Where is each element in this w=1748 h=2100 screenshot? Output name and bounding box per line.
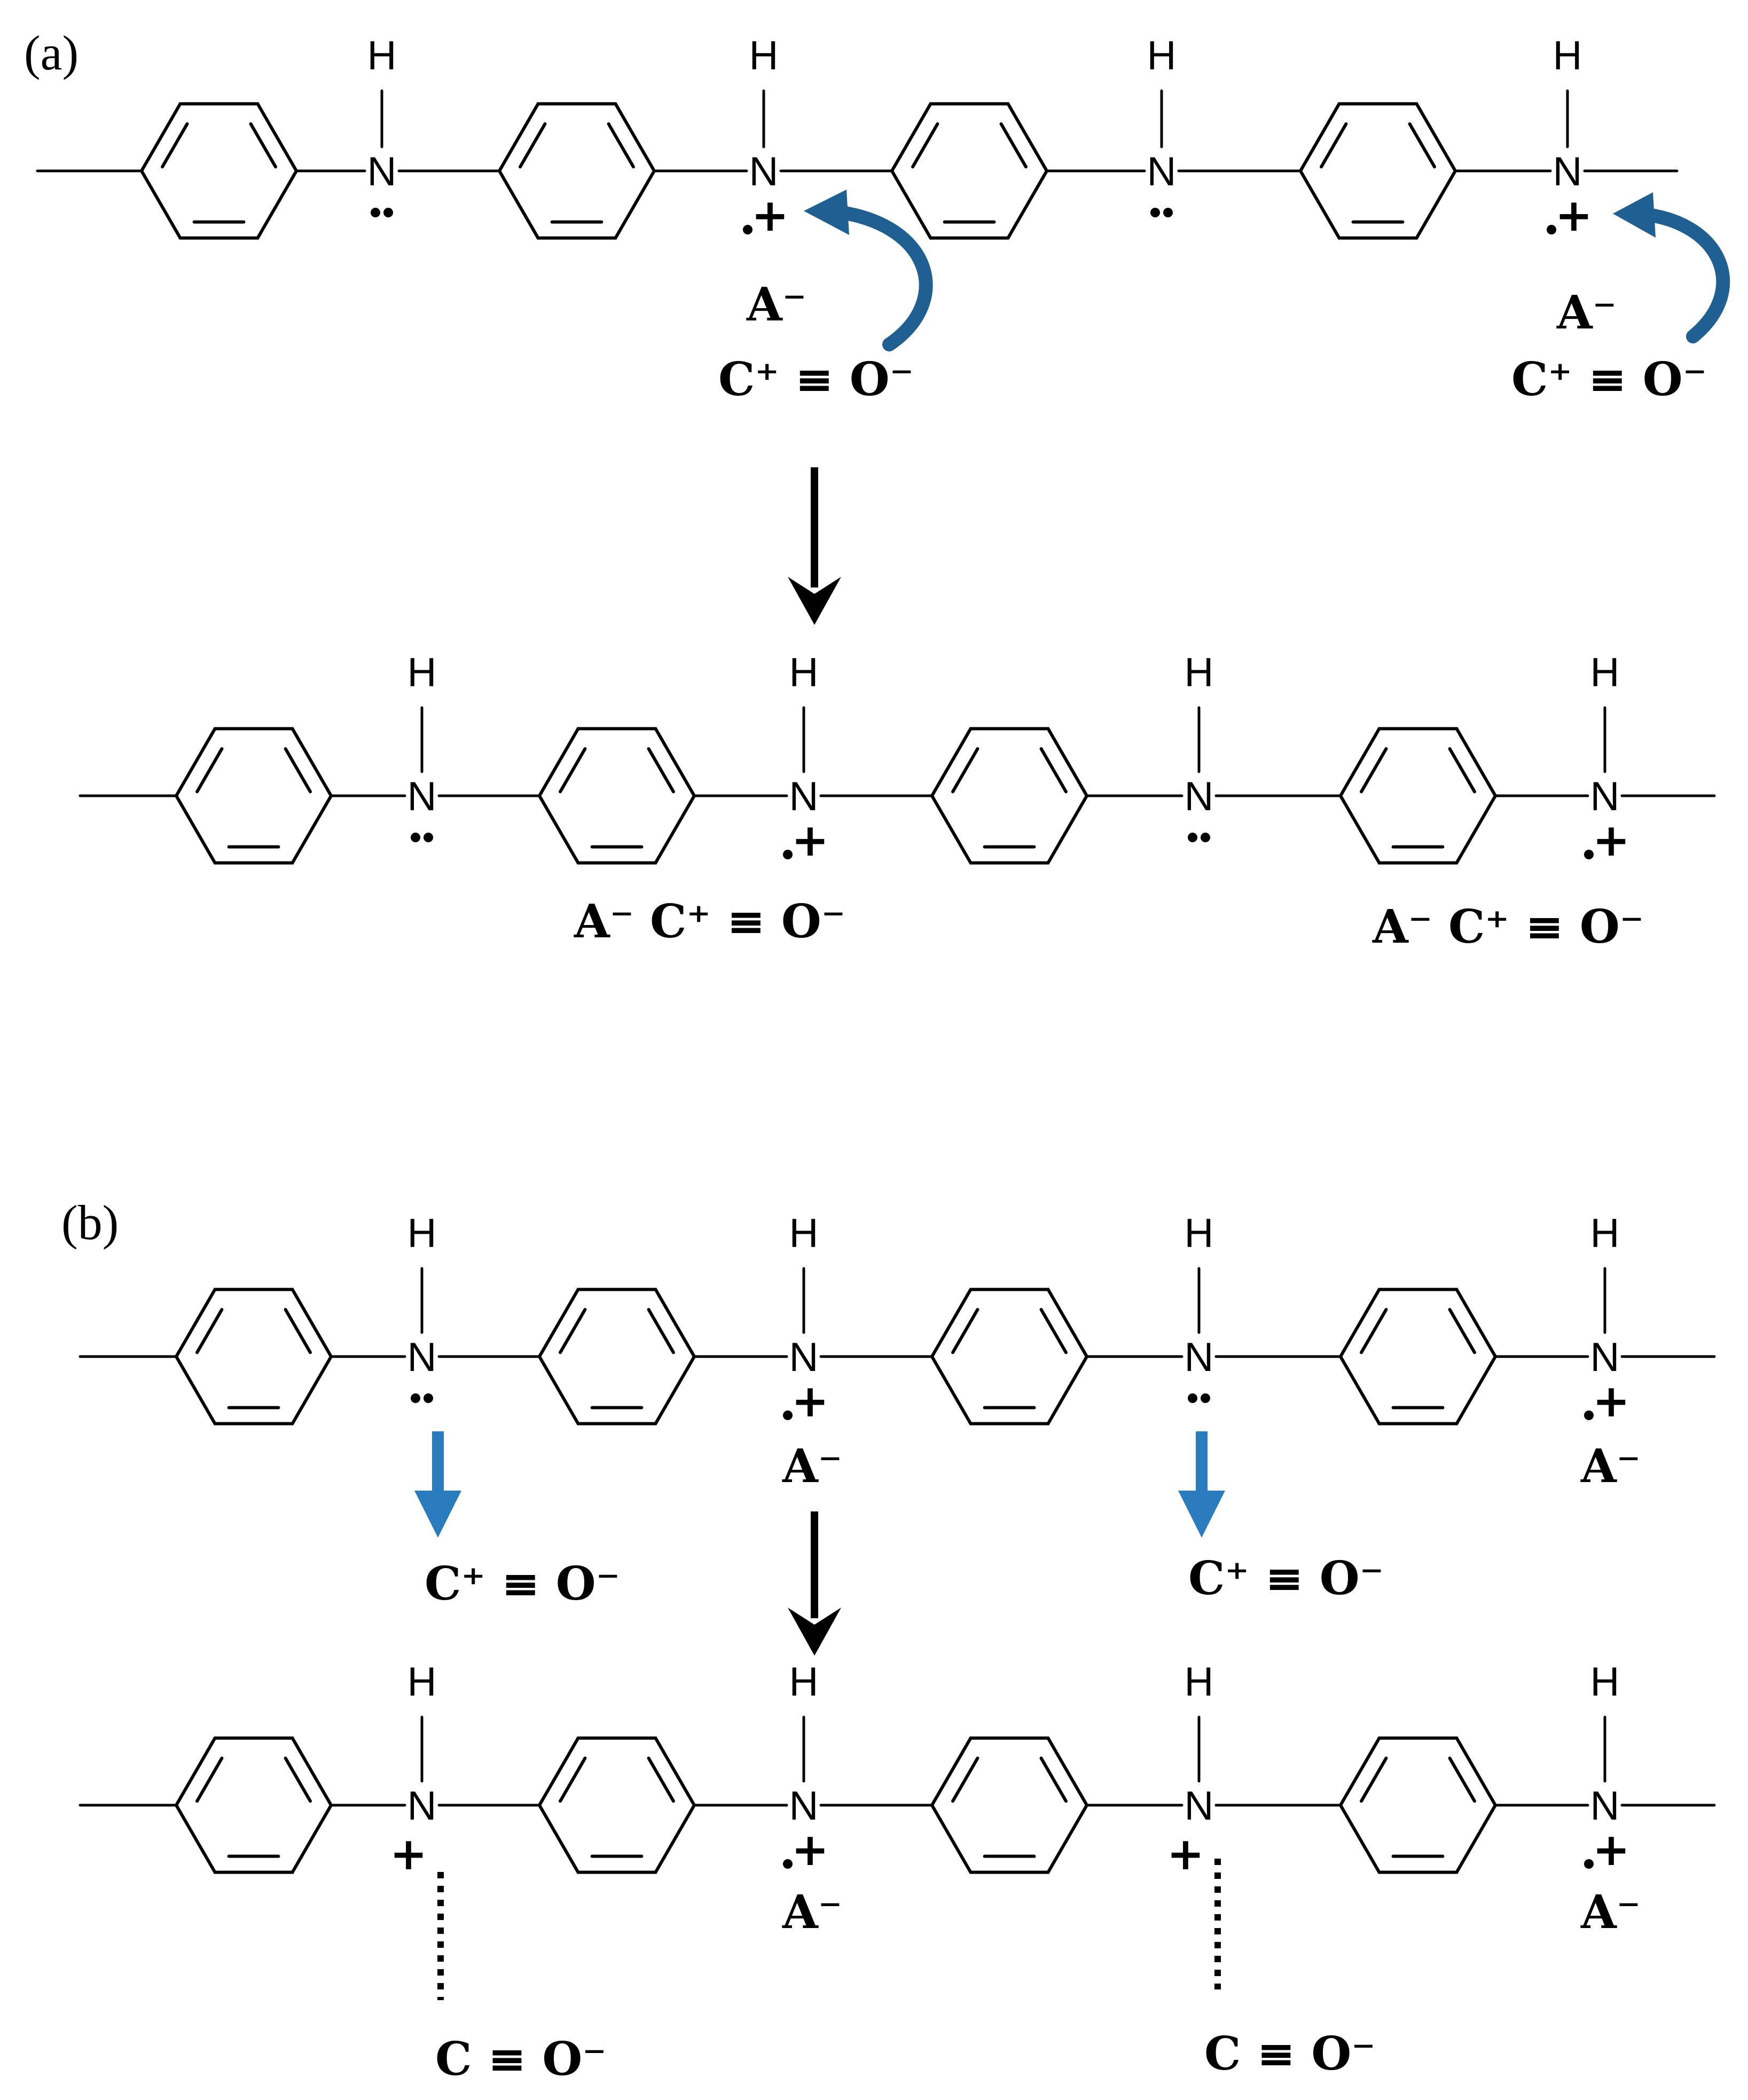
co-cation-label: C⁺ ≡ O⁻ (1188, 1552, 1384, 1605)
lone-pair (411, 833, 420, 842)
nitrogen-atom: N (1185, 1783, 1214, 1829)
radical-dot (743, 225, 752, 234)
nitrogen-atom: N (407, 1335, 437, 1380)
hydrogen-atom: H (1590, 1211, 1620, 1256)
hydrogen-atom: H (1185, 1211, 1214, 1256)
nitrogen-atom: N (1590, 1335, 1620, 1380)
anion-label: A⁻ (1580, 1885, 1641, 1939)
curved-arrow-icon (804, 190, 933, 351)
lone-pair (411, 1393, 420, 1403)
hydrogen-atom: H (407, 650, 437, 695)
nitrogen-atom: N (407, 774, 437, 819)
positive-charge: + (1555, 189, 1593, 241)
hydrogen-atom: H (789, 650, 819, 695)
nitrogen-atom: N (749, 149, 779, 194)
nitrogen-atom: N (789, 774, 819, 819)
lone-pair (1201, 1393, 1210, 1403)
curved-arrow-icon (1613, 192, 1730, 343)
down-arrow-icon (788, 1511, 841, 1656)
anion-label: A⁻ (782, 1885, 842, 1939)
positive-charge: + (791, 1375, 829, 1427)
hydrogen-atom: H (1590, 1659, 1620, 1705)
nitrogen-atom: N (789, 1335, 819, 1380)
positive-charge: + (791, 814, 829, 866)
co-cation-label: C⁺ ≡ O⁻ (425, 1557, 620, 1611)
anion-label: A⁻ (1580, 1439, 1641, 1493)
positive-charge: + (791, 1823, 829, 1876)
nitrogen-atom: N (1590, 1783, 1620, 1829)
nitrogen-atom: N (1590, 774, 1620, 819)
nitrogen-atom: N (1185, 774, 1214, 819)
positive-charge: + (1167, 1828, 1204, 1880)
nitrogen-atom: N (1185, 1335, 1214, 1380)
co-neutral-label: C ≡ O⁻ (1204, 2027, 1376, 2081)
lone-pair (424, 1393, 433, 1403)
positive-charge: + (1593, 814, 1630, 866)
anion-co-complex-label: A⁻ C⁺ ≡ O⁻ (574, 895, 845, 949)
anion-co-complex-label: A⁻ C⁺ ≡ O⁻ (1372, 900, 1644, 954)
nitrogen-atom: N (789, 1783, 819, 1829)
anion-label: A⁻ (746, 278, 806, 332)
hydrogen-atom: H (1185, 650, 1214, 695)
hydrogen-atom: H (789, 1659, 819, 1705)
hydrogen-atom: H (749, 33, 779, 79)
radical-dot (783, 1411, 793, 1420)
radical-dot (783, 850, 793, 859)
nitrogen-atom: N (367, 149, 397, 194)
panel-label-b: (b) (61, 1195, 119, 1250)
anion-label: A⁻ (1556, 286, 1617, 340)
hydrogen-atom: H (1185, 1659, 1214, 1705)
co-neutral-label: C ≡ O⁻ (435, 2032, 607, 2086)
positive-charge: + (390, 1828, 427, 1880)
radical-dot (1547, 225, 1556, 234)
lone-pair (1201, 833, 1210, 842)
lone-pair (1150, 208, 1160, 217)
hydrogen-atom: H (789, 1211, 819, 1256)
panel-label-a: (a) (24, 26, 79, 80)
polyaniline-chain: NH+NH+NH+NH+ (79, 1659, 1716, 1880)
anion-label: A⁻ (782, 1439, 842, 1493)
lone-pair (1188, 833, 1197, 842)
down-arrow-icon (788, 467, 841, 625)
lone-pair (424, 833, 433, 842)
hydrogen-atom: H (1553, 33, 1582, 79)
hydrogen-atom: H (1147, 33, 1177, 79)
nitrogen-atom: N (1553, 149, 1582, 194)
positive-charge: + (1593, 1823, 1630, 1876)
polymer-chains: NHNH+NHNH+NHNH+NHNH+NHNH+NHNH+NH+NH+NH+N… (36, 33, 1716, 1880)
co-cation-label: C⁺ ≡ O⁻ (718, 352, 914, 406)
lone-pair (1188, 1393, 1197, 1403)
nitrogen-atom: N (407, 1783, 437, 1829)
radical-dot (1584, 1411, 1594, 1420)
hydrogen-atom: H (407, 1659, 437, 1705)
co-cation-label: C⁺ ≡ O⁻ (1511, 352, 1707, 406)
lone-pair (1163, 208, 1173, 217)
nitrogen-atom: N (1147, 149, 1177, 194)
hydrogen-atom: H (367, 33, 397, 79)
lone-pair (383, 208, 393, 217)
radical-dot (1584, 850, 1594, 859)
positive-charge: + (1593, 1375, 1630, 1427)
radical-dot (783, 1859, 793, 1869)
hydrogen-atom: H (407, 1211, 437, 1256)
hydrogen-atom: H (1590, 650, 1620, 695)
radical-dot (1584, 1859, 1594, 1869)
lone-pair (371, 208, 380, 217)
positive-charge: + (751, 189, 789, 241)
